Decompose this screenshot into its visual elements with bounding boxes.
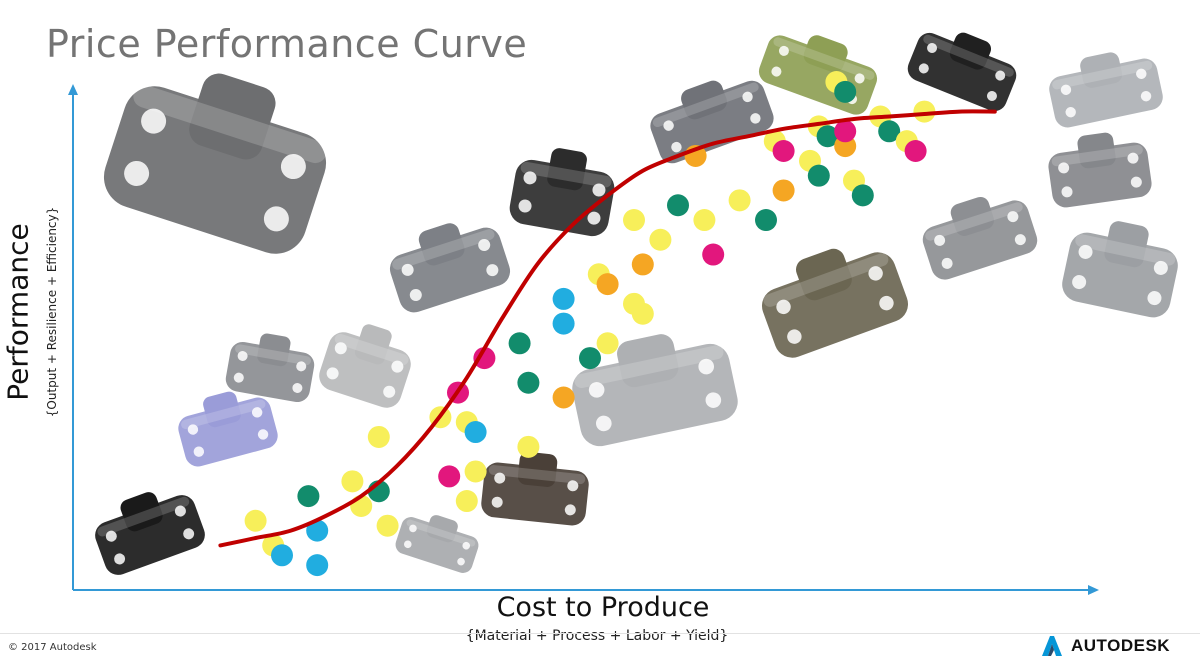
- data-point-magenta: [834, 120, 857, 143]
- data-point-yellow: [341, 470, 364, 493]
- data-point-cyan: [306, 519, 329, 542]
- data-point-green: [667, 194, 689, 217]
- bracket-gray-angled-image: [650, 80, 774, 164]
- x-axis-label: Cost to Produce: [496, 592, 710, 623]
- data-point-yellow: [464, 460, 487, 483]
- x-axis-sublabel: {Material + Process + Labor + Yield}: [465, 628, 729, 644]
- axes: [68, 84, 1099, 595]
- bracket-black-lattice-image: [907, 32, 1017, 112]
- data-point-green: [834, 80, 857, 103]
- data-point-yellow: [244, 509, 267, 532]
- data-point-cyan: [464, 421, 487, 444]
- bracket-gray-small-image: [225, 333, 315, 403]
- footer-divider: [0, 633, 1200, 634]
- bracket-baseline-image: [103, 73, 327, 254]
- y-axis-label: Performance: [1, 223, 35, 401]
- bracket-mesh-silver-image: [1062, 221, 1178, 318]
- autodesk-logo: AUTODESK: [1040, 634, 1170, 658]
- data-point-green: [297, 485, 320, 508]
- data-point-yellow: [693, 209, 716, 232]
- bracket-silver-small-image: [319, 324, 411, 408]
- data-point-orange: [631, 253, 654, 276]
- data-point-green: [579, 347, 601, 370]
- autodesk-a-icon: [1042, 636, 1062, 656]
- data-point-green: [878, 120, 901, 143]
- bracket-lattice-green-image: [758, 35, 878, 115]
- x-axis-arrow: [1088, 585, 1099, 595]
- data-point-yellow: [517, 435, 540, 458]
- data-point-yellow: [728, 189, 751, 212]
- bracket-lavender-image: [178, 391, 278, 467]
- y-axis-sublabel: {Output + Resilience + Efficiency}: [45, 206, 59, 418]
- data-point-cyan: [552, 287, 575, 310]
- data-point-yellow: [623, 209, 645, 232]
- data-point-green: [851, 184, 874, 207]
- data-point-magenta: [772, 140, 795, 163]
- data-point-orange: [552, 386, 575, 409]
- data-point-green: [508, 332, 531, 355]
- bracket-organic-khaki-image: [761, 248, 909, 358]
- data-point-yellow: [649, 228, 672, 251]
- bracket-bronze-image: [481, 451, 589, 526]
- bracket-gray-mid-image: [389, 223, 511, 313]
- data-point-cyan: [306, 554, 329, 577]
- chart-title: Price Performance Curve: [46, 22, 528, 66]
- y-axis-arrow: [68, 84, 78, 95]
- data-point-magenta: [904, 140, 927, 163]
- data-point-yellow: [913, 100, 936, 123]
- bracket-organic-silver-image: [572, 334, 738, 447]
- data-point-cyan: [271, 544, 293, 567]
- scatter-points: [244, 71, 936, 577]
- data-point-yellow: [596, 332, 619, 355]
- bracket-organic-gray-image: [922, 196, 1038, 280]
- part-images: [95, 32, 1178, 575]
- data-point-yellow: [367, 425, 390, 448]
- data-point-green: [755, 209, 777, 232]
- data-point-cyan: [552, 312, 575, 335]
- bracket-black-lowend-image: [95, 492, 205, 575]
- data-point-green: [807, 164, 830, 187]
- brand-wordmark: AUTODESK: [1071, 636, 1171, 655]
- data-point-magenta: [438, 465, 461, 488]
- bracket-black-cutout-image: [509, 148, 615, 237]
- data-point-magenta: [473, 347, 496, 370]
- data-point-orange: [596, 273, 619, 296]
- bracket-organic-right-image: [1048, 132, 1152, 208]
- bracket-silver-cast-image: [395, 515, 479, 573]
- price-performance-curve: [218, 109, 997, 548]
- bracket-silver-lattice-image: [1049, 52, 1163, 128]
- data-point-magenta: [702, 243, 725, 266]
- data-point-yellow: [455, 490, 478, 513]
- data-point-green: [816, 125, 839, 148]
- data-point-green: [517, 371, 540, 394]
- data-point-yellow: [376, 514, 399, 537]
- data-point-orange: [772, 179, 795, 202]
- data-point-yellow: [631, 302, 654, 325]
- copyright-text: © 2017 Autodesk: [8, 642, 97, 653]
